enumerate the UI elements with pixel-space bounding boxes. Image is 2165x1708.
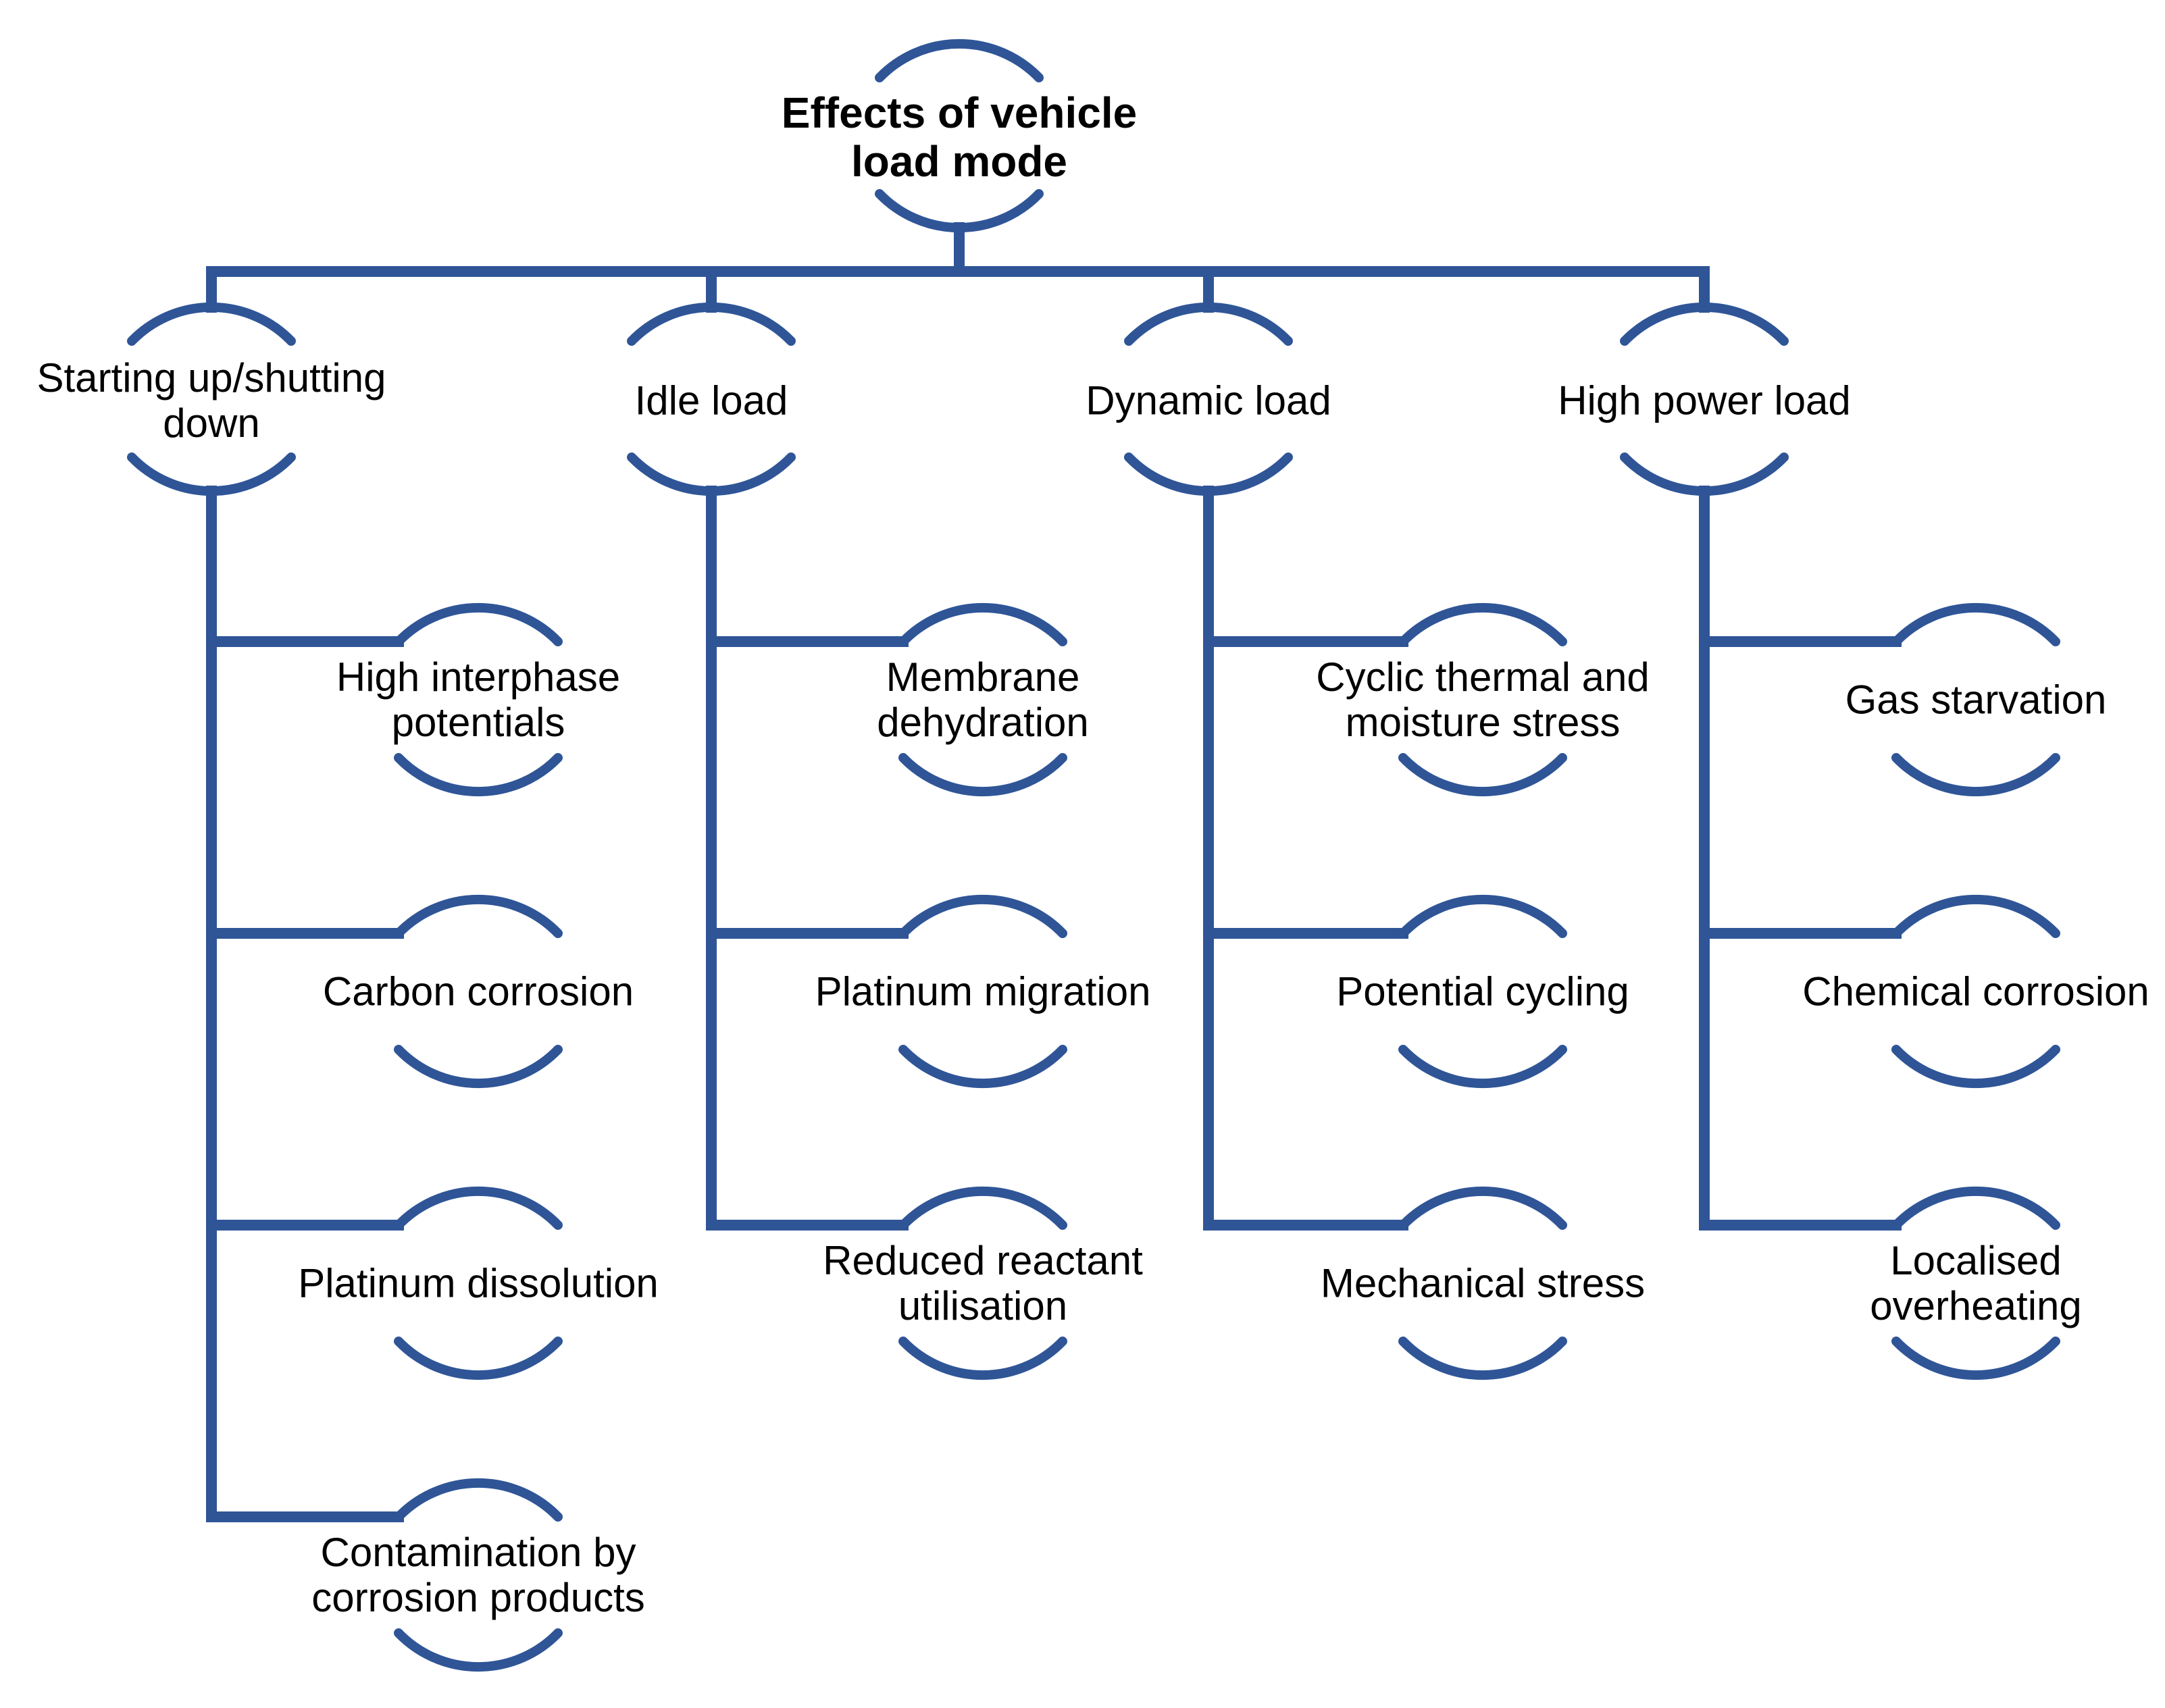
root-stem-and-bus-line [206, 222, 1710, 277]
leaf-label-mechanical-stress: Mechanical stress [1320, 1260, 1646, 1306]
leaf-label-cyclic-thermal-and-moisture-stress: Cyclic thermal and moisture stress [1316, 654, 1650, 745]
leaf-label-contamination-by-corrosion-products: Contamination by corrosion products [311, 1530, 645, 1620]
root-node-label: Effects of vehicle load mode [782, 88, 1137, 186]
branch2-node-arcs [627, 302, 796, 496]
leaf-c2r3-node-arcs [898, 1186, 1067, 1380]
column2-trunk-and-connectors [706, 266, 909, 1231]
leaf-label-localised-overheating: Localised overheating [1870, 1238, 2082, 1328]
leaf-label-platinum-dissolution: Platinum dissolution [298, 1260, 659, 1306]
column3-trunk-and-connectors [1203, 266, 1408, 1231]
leaf-c3r2-node-arcs [1398, 894, 1567, 1089]
leaf-c3r3-node-arcs [1398, 1186, 1567, 1380]
leaf-c2r1-node-arcs [898, 602, 1067, 797]
branch4-node-arcs [1620, 302, 1789, 496]
column4-trunk-and-connectors [1699, 266, 1902, 1231]
leaf-c2r2-node-arcs [898, 894, 1067, 1089]
leaf-c1r2-node-arcs [394, 894, 563, 1089]
root-label-line2: load mode [850, 137, 1068, 186]
branch3-node-arcs [1124, 302, 1293, 496]
leaf-c4r1-node-arcs [1891, 602, 2060, 797]
leaf-c3r1-node-arcs [1398, 602, 1567, 797]
leaf-label-potential-cycling: Potential cycling [1336, 968, 1629, 1014]
leaf-label-chemical-corrosion: Chemical corrosion [1802, 968, 2149, 1014]
leaf-label-carbon-corrosion: Carbon corrosion [322, 968, 634, 1014]
leaf-c1r1-node-arcs [394, 602, 563, 797]
leaf-label-membrane-dehydration: Membrane dehydration [877, 654, 1089, 745]
root-label-line1: Effects of vehicle [781, 88, 1138, 137]
leaf-label-platinum-migration: Platinum migration [815, 968, 1151, 1014]
leaf-label-gas-starvation: Gas starvation [1845, 677, 2107, 723]
leaf-c4r3-node-arcs [1891, 1186, 2060, 1380]
leaf-label-reduced-reactant-utilisation: Reduced reactant utilisation [823, 1238, 1143, 1328]
branch-label-starting-up-shutting-down: Starting up/shutting down [36, 355, 386, 446]
root-node-arcs [875, 38, 1044, 233]
column1-trunk-and-connectors [206, 266, 404, 1522]
leaf-label-high-interphase-potentials: High interphase potentials [336, 654, 621, 745]
leaf-c4r2-node-arcs [1891, 894, 2060, 1089]
branch-label-idle-load: Idle load [634, 378, 788, 423]
leaf-c1r4-node-arcs [394, 1478, 563, 1672]
branch-label-high-power-load: High power load [1558, 378, 1851, 423]
branch-label-dynamic-load: Dynamic load [1086, 378, 1331, 423]
branch1-node-arcs [127, 302, 296, 496]
leaf-c1r3-node-arcs [394, 1186, 563, 1380]
